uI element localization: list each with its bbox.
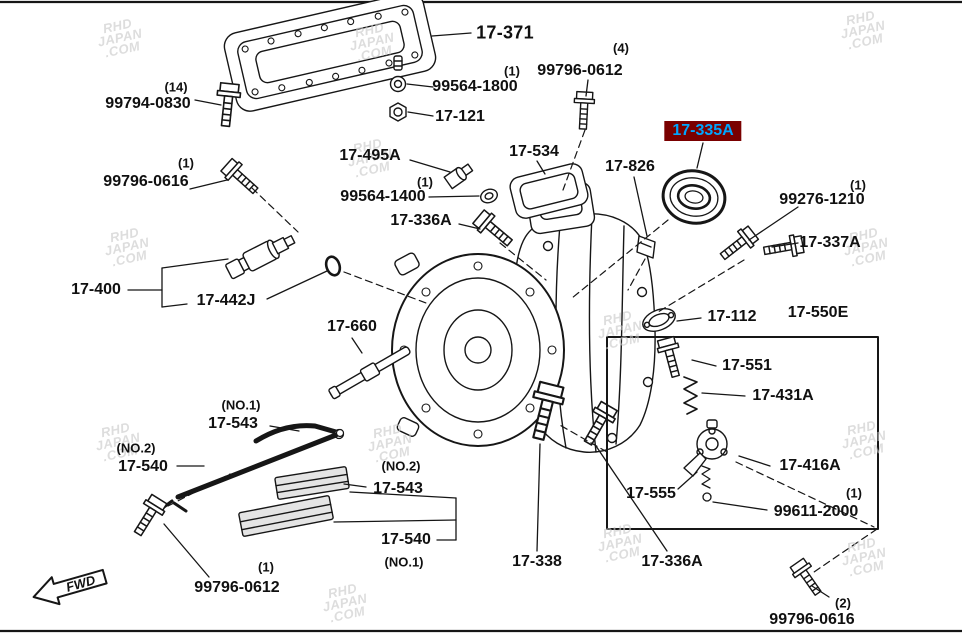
label-17-442j: 17-442J [196,292,256,309]
spring-99611-2000-drawing [701,465,711,489]
label-17-371: 17-371 [476,22,534,43]
label-17-336a-top: 17-336A [390,212,452,229]
stud-small [393,55,403,71]
label-17-121: 17-121 [435,108,485,125]
rod-17-660-drawing [328,346,411,400]
label-17-495a: 17-495A [339,147,401,164]
seal-17-335a-drawing [661,169,727,225]
label-17-540-no2: 17-540 [118,458,168,475]
label-17-543-no2: 17-543 [373,480,423,497]
label-99564-1800: 99564-1800 [432,78,518,95]
label-17-555: 17-555 [626,485,676,502]
label-17-112: 17-112 [707,308,757,325]
washer-99564-1400 [480,188,498,204]
qty-17-543-no2: (NO.2) [381,458,421,474]
oring-17-442j-drawing [324,255,342,277]
label-17-550e: 17-550E [787,304,849,321]
assembly-17-416a-drawing [683,419,728,477]
channel-piece-lower [238,495,334,537]
oil-pan-drawing [223,0,437,112]
channel-piece-upper [274,466,350,500]
label-99611-2000: 99611-2000 [773,503,859,520]
nut-17-121 [389,102,407,122]
label-17-826: 17-826 [605,158,655,175]
label-99796-0616-left: 99796-0616 [103,173,189,190]
bolt-99796-0616-bottom [787,556,827,600]
label-17-660: 17-660 [327,318,377,335]
label-17-543-no1: 17-543 [208,415,258,432]
label-17-534: 17-534 [509,143,559,160]
label-99564-1400: 99564-1400 [340,188,426,205]
bolt-17-336a-top [470,207,518,253]
qty-99796-0612-bottom: (1) [258,559,274,575]
bolt-99796-0612-top [572,90,596,131]
gasket-17-112-drawing [642,308,676,332]
plug-17-495a-drawing [443,163,474,190]
bolt-99276-1210 [715,223,761,266]
qty-17-540-no1: (NO.1) [384,554,424,570]
label-17-337a: 17-337A [799,234,861,251]
fwd-arrow: FWD [32,568,108,606]
qty-99611-2000: (1) [846,485,862,501]
label-17-431a: 17-431A [752,387,814,404]
label-17-551: 17-551 [722,357,772,374]
qty-99796-0616-left: (1) [178,155,194,171]
detail-box-17-550e [606,335,879,530]
qty-99794-0830: (14) [164,79,188,95]
axis-lines [167,129,878,573]
qty-99564-1800: (1) [504,63,520,79]
label-99796-0612-bottom: 99796-0612 [194,579,280,596]
label-17-400: 17-400 [71,281,121,298]
bolt-17-337a [761,233,806,262]
label-99794-0830: 99794-0830 [105,95,191,112]
spring-17-431a-drawing [683,376,698,415]
label-17-338: 17-338 [512,553,562,570]
label-17-540-no1: 17-540 [381,531,431,548]
gasket-17-534-drawing [509,163,589,219]
qty-17-540-no2: (NO.2) [116,440,156,456]
label-99276-1210: 99276-1210 [779,191,865,208]
qty-99564-1400: (1) [417,174,433,190]
label-17-335a-highlighted[interactable]: 17-335A [664,121,742,141]
qty-17-543-no1: (NO.1) [221,397,261,413]
bolt-99796-0612-bottom [127,492,170,541]
label-99796-0616-bottom: 99796-0616 [769,611,855,628]
leader-lines [127,32,830,598]
qty-99796-0612-top: (4) [613,40,629,56]
label-17-336a-bottom: 17-336A [641,553,703,570]
ball-99611-2000-drawing [702,492,712,502]
washer-99564-1800 [389,75,407,93]
label-17-416a: 17-416A [779,457,841,474]
bolt-17-551 [654,335,687,380]
qty-99796-0616-bottom: (2) [835,595,851,611]
qty-99276-1210: (1) [850,177,866,193]
label-99796-0612-top: 99796-0612 [537,62,623,79]
switch-17-400-drawing [225,235,296,280]
